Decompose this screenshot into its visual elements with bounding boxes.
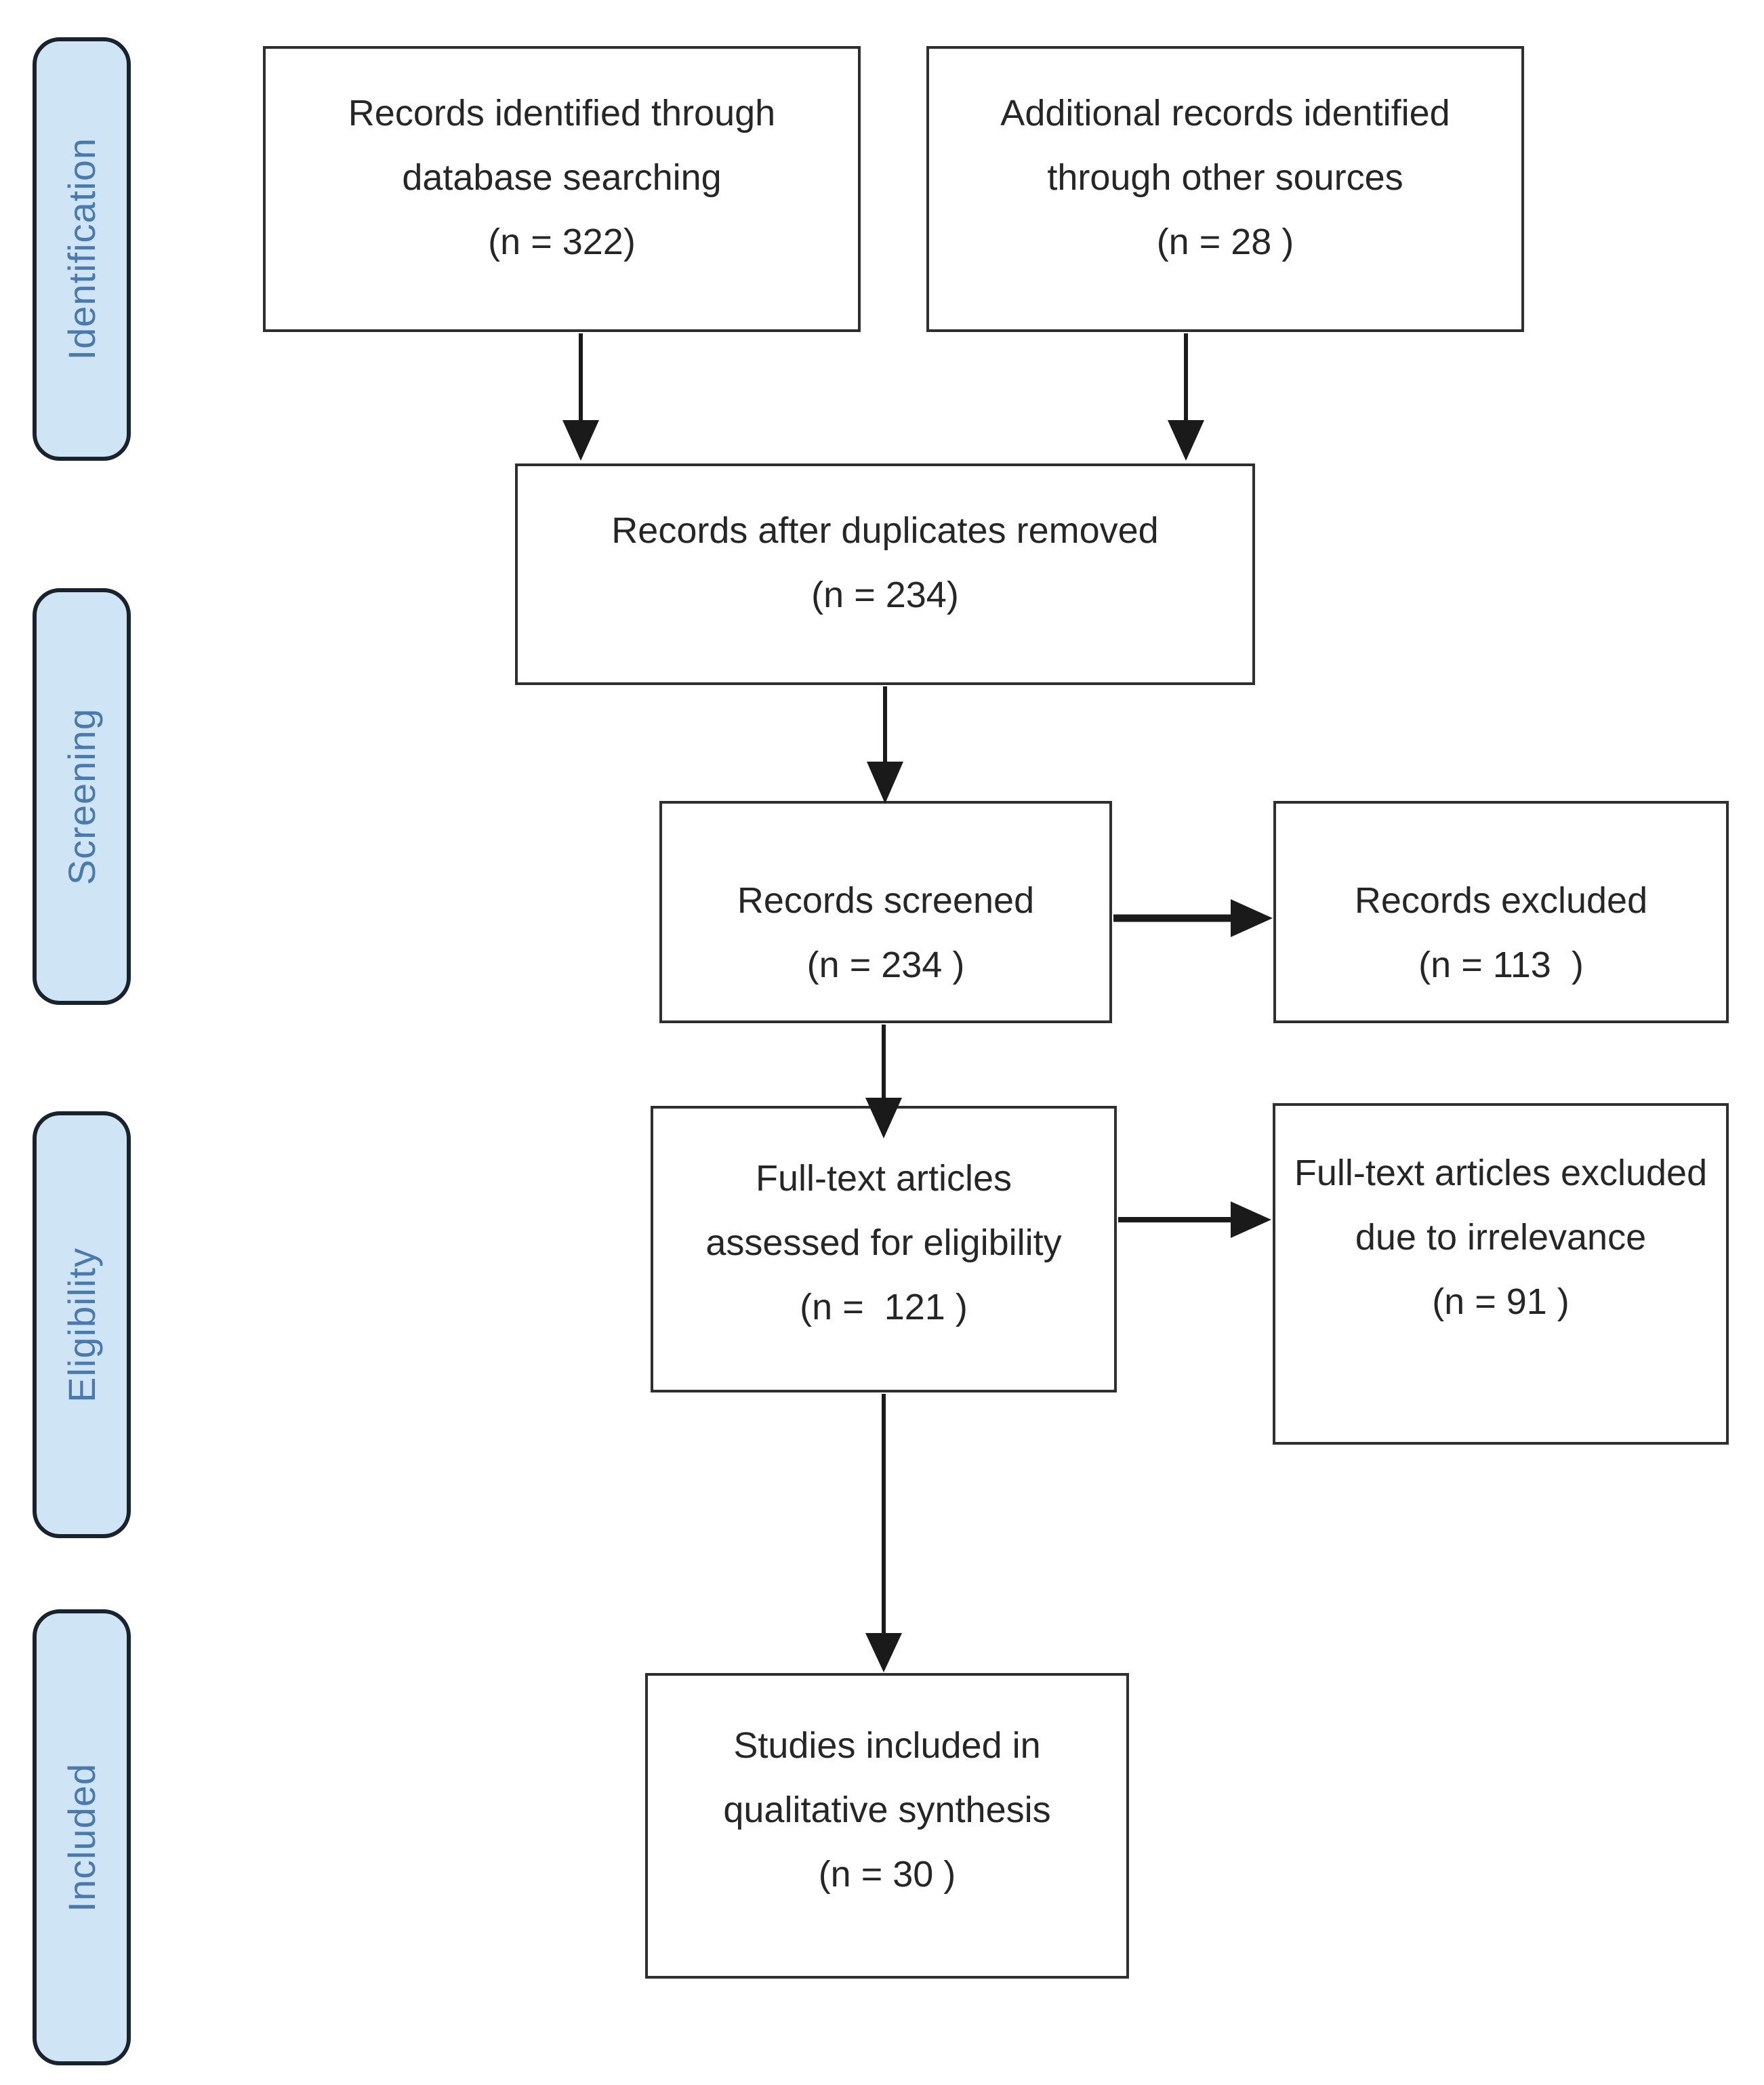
box-count-line: (n = 113 ) — [1418, 945, 1584, 985]
box-text-line: Studies included in — [733, 1725, 1041, 1766]
stage-label-identification-text: Identification — [60, 138, 103, 360]
stage-label-screening: Screening — [33, 588, 131, 1005]
box-studies-included: Studies included in qualitative synthesi… — [645, 1673, 1129, 1979]
stage-label-included: Included — [33, 1609, 131, 2065]
box-count-line: (n = 28 ) — [1156, 222, 1294, 262]
stage-label-eligibility-text: Eligibility — [60, 1247, 103, 1403]
stage-label-screening-text: Screening — [60, 707, 103, 886]
box-records-identified: Records identified through database sear… — [263, 46, 861, 332]
box-count-line: (n = 322) — [488, 222, 636, 262]
box-additional-records: Additional records identified through ot… — [926, 46, 1524, 332]
arrow-fulltext-to-included — [865, 1394, 902, 1672]
box-text-line: Records identified through — [348, 93, 776, 133]
box-text-line: through other sources — [1047, 157, 1403, 198]
box-text-line: Records excluded — [1354, 880, 1648, 921]
box-count-line: (n = 121 ) — [800, 1287, 968, 1327]
box-records-excluded: Records excluded (n = 113 ) — [1273, 801, 1729, 1023]
box-text-line: Records screened — [737, 880, 1035, 921]
arrow-duplicates-to-screened — [867, 686, 903, 804]
box-records-screened: Records screened (n = 234 ) — [659, 801, 1112, 1023]
arrow-fulltext-to-fulltext-excluded — [1118, 1201, 1271, 1238]
stage-label-eligibility: Eligibility — [33, 1111, 131, 1538]
box-count-line: (n = 91 ) — [1432, 1281, 1570, 1322]
box-after-duplicates: Records after duplicates removed (n = 23… — [515, 463, 1255, 685]
box-count-line: (n = 234 ) — [806, 945, 965, 985]
arrow-identified-to-duplicates — [562, 333, 599, 461]
box-text-line: due to irrelevance — [1355, 1217, 1647, 1258]
box-text-line: database searching — [402, 157, 722, 198]
stage-label-included-text: Included — [60, 1762, 103, 1912]
arrow-additional-to-duplicates — [1168, 333, 1204, 461]
box-fulltext-excluded: Full-text articles excluded due to irrel… — [1273, 1103, 1729, 1445]
box-text-line: Additional records identified — [1000, 93, 1450, 133]
box-count-line: (n = 30 ) — [818, 1854, 956, 1895]
stage-label-identification: Identification — [33, 37, 131, 461]
box-text-line: assessed for eligibility — [705, 1222, 1062, 1263]
box-text-line: Records after duplicates removed — [611, 510, 1159, 551]
box-text-line: Full-text articles — [755, 1158, 1012, 1199]
box-count-line: (n = 234) — [811, 575, 959, 615]
box-text-line: qualitative synthesis — [723, 1790, 1051, 1830]
box-fulltext-assessed: Full-text articles assessed for eligibil… — [651, 1106, 1117, 1392]
box-text-line: Full-text articles excluded — [1294, 1153, 1708, 1193]
arrow-screened-to-excluded — [1113, 899, 1273, 937]
